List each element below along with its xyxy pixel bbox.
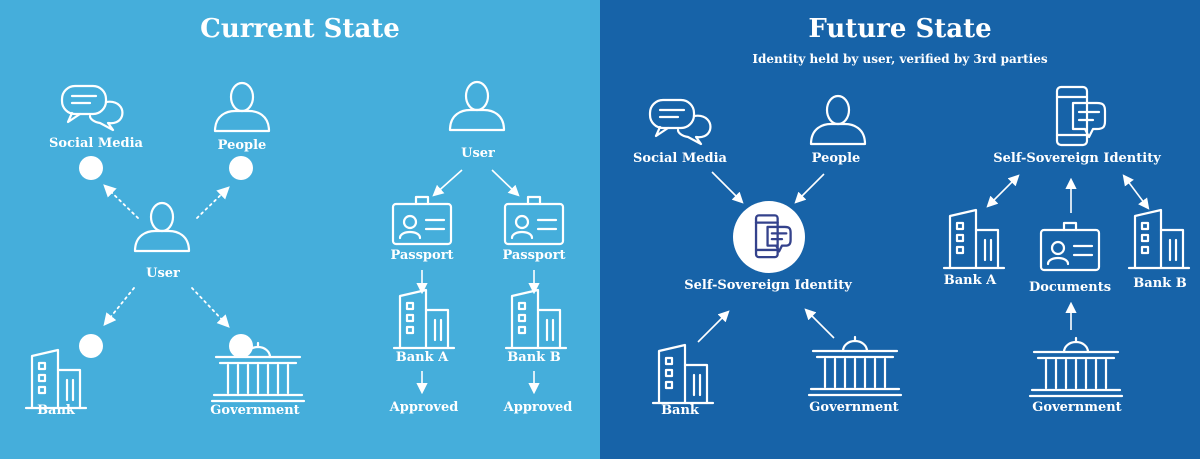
bank-b-label: Bank B (507, 350, 561, 365)
future-people-label: People (811, 151, 861, 166)
dotted-arrow-to-government (191, 287, 230, 328)
future-state-title: Future State (808, 14, 992, 44)
arrow-bank-to-ssi (697, 310, 730, 343)
current-state-title: Current State (200, 14, 400, 44)
social-media-label: Social Media (49, 136, 143, 151)
government-building-icon (210, 341, 306, 403)
approved-a-label: Approved (389, 400, 459, 415)
approved-b-label: Approved (503, 400, 573, 415)
dotted-arrow-to-bank (103, 287, 135, 326)
arrow-government-to-ssi (804, 308, 835, 339)
documents-card-icon (1039, 221, 1101, 272)
ssi-top-phone-icon (1055, 85, 1107, 147)
future-government-label: Government (809, 400, 899, 415)
dotted-arrow-to-people (196, 186, 230, 219)
arrow-user-to-passport-b (491, 169, 520, 197)
double-arrow-bank-b-ssi (1122, 174, 1150, 210)
government-label: Government (210, 403, 300, 418)
future-bank-a-label: Bank A (943, 273, 997, 288)
future-bank-building-icon (651, 343, 715, 405)
user2-person-icon (448, 80, 506, 132)
future-government-building-icon (807, 335, 903, 397)
social-media-chat-icon (60, 84, 124, 132)
double-arrow-bank-a-ssi (986, 174, 1020, 208)
bank-building-icon (24, 348, 88, 410)
future-government2-building-icon (1028, 336, 1124, 398)
future-state-subtitle: Identity held by user, verified by 3rd p… (752, 52, 1048, 66)
user-label: User (146, 266, 180, 281)
social-media-node-dot (79, 156, 103, 180)
future-people-person-icon (809, 94, 867, 146)
user-person-icon (133, 201, 191, 253)
arrow-social-media-to-ssi (711, 171, 744, 204)
people-node-dot (229, 156, 253, 180)
arrow-people-to-ssi (794, 173, 825, 204)
future-bank-label: Bank (661, 403, 699, 418)
future-government2-label: Government (1032, 400, 1122, 415)
government-node-dot (229, 334, 253, 358)
future-social-media-label: Social Media (633, 151, 727, 166)
dotted-arrow-to-social-media (103, 184, 139, 219)
ssi-top-label: Self-Sovereign Identity (993, 151, 1161, 166)
documents-label: Documents (1028, 280, 1112, 295)
people-label: People (217, 138, 267, 153)
user2-label: User (461, 146, 495, 161)
bank-node-dot (79, 334, 103, 358)
passport-b-label: Passport (502, 248, 566, 263)
people-person-icon (213, 81, 271, 133)
ssi-center-label: Self-Sovereign Identity (684, 278, 852, 293)
passport-a-label: Passport (390, 248, 454, 263)
passport-b-card-icon (503, 195, 565, 246)
bank-label: Bank (37, 403, 75, 418)
future-social-media-chat-icon (648, 98, 712, 146)
future-bank-b-building-icon (1127, 208, 1191, 270)
bank-b-building-icon (504, 288, 568, 350)
arrow-user-to-passport-a (432, 169, 463, 197)
passport-a-card-icon (391, 195, 453, 246)
ssi-center-badge (733, 201, 805, 273)
future-bank-a-building-icon (942, 208, 1006, 270)
future-bank-b-label: Bank B (1133, 276, 1187, 291)
current-state-panel (0, 0, 600, 459)
bank-a-label: Bank A (395, 350, 449, 365)
bank-a-building-icon (392, 288, 456, 350)
